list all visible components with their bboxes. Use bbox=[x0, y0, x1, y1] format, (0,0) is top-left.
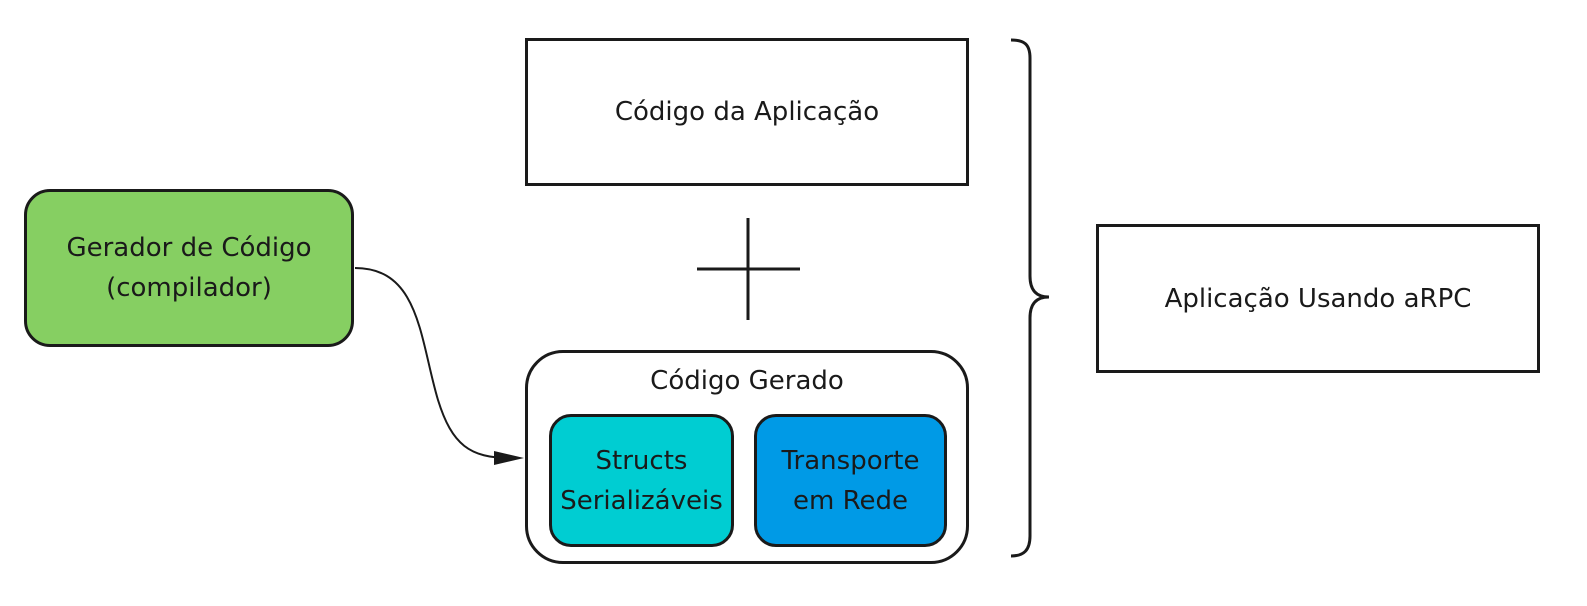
code-generator-label: Gerador de Código (compilador) bbox=[66, 228, 311, 308]
application-code-box: Código da Aplicação bbox=[525, 38, 969, 186]
structs-label: Structs Serializáveis bbox=[560, 441, 723, 521]
generated-code-container: Código Gerado Structs Serializáveis Tran… bbox=[525, 350, 969, 564]
plus-sign bbox=[697, 218, 800, 320]
transport-label: Transporte em Rede bbox=[782, 441, 920, 521]
generator-line-2: (compilador) bbox=[106, 273, 272, 303]
transport-line-2: em Rede bbox=[793, 485, 908, 516]
arpc-application-box: Aplicação Usando aRPC bbox=[1096, 224, 1540, 373]
structs-line-2: Serializáveis bbox=[560, 485, 723, 516]
arpc-application-label: Aplicação Usando aRPC bbox=[1164, 283, 1472, 314]
generator-line-1: Gerador de Código bbox=[66, 233, 312, 263]
transport-line-1: Transporte bbox=[781, 445, 920, 476]
network-transport-box: Transporte em Rede bbox=[754, 414, 947, 547]
serializable-structs-box: Structs Serializáveis bbox=[549, 414, 734, 547]
generated-code-title: Código Gerado bbox=[650, 366, 844, 396]
application-code-label: Código da Aplicação bbox=[614, 97, 880, 127]
code-generator-box: Gerador de Código (compilador) bbox=[24, 189, 354, 347]
arrow-head bbox=[494, 451, 524, 465]
structs-line-1: Structs bbox=[595, 445, 688, 476]
curly-brace bbox=[1010, 38, 1050, 558]
generator-arrow bbox=[354, 267, 511, 459]
